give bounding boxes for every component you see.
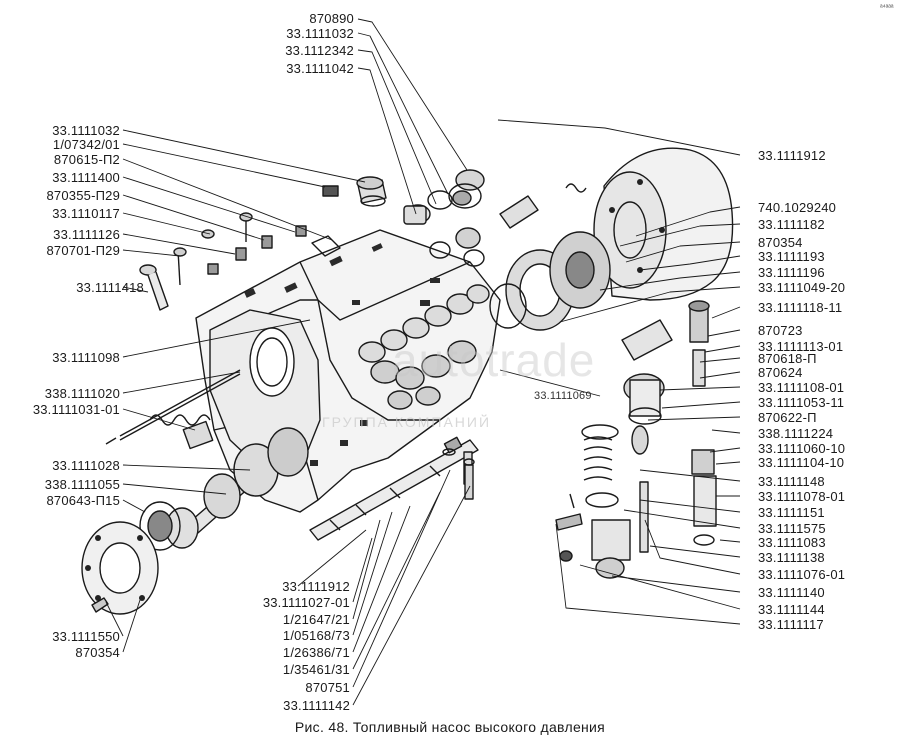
adjusting-screws — [442, 448, 475, 500]
part-label-870622-p: 870622-П — [758, 410, 817, 425]
camshaft — [139, 427, 309, 551]
part-label-870615-p2: 870615-П2 — [53, 152, 120, 167]
watermark-subtitle: ГРУППА КОМПАНИЙ — [322, 414, 492, 430]
leader-lines — [105, 18, 741, 706]
part-label-33-1111053-11: 33.1111053-11 — [758, 395, 845, 410]
part-label-33-1111148: 33.1111148 — [758, 474, 825, 489]
part-label-33-1111108-01: 33.1111108-01 — [758, 380, 845, 395]
part-label-870723: 870723 — [758, 323, 803, 338]
part-label-33-1111060-10: 33.1111060-10 — [758, 441, 846, 456]
part-label-33-1111193: 33.1111193 — [758, 249, 825, 264]
part-label-33-1111126: 33.1111126 — [53, 227, 120, 242]
part-label-33-1111027-01: 33.1111027-01 — [262, 595, 350, 610]
part-label-33-1111118-11: 33.1111118-11 — [758, 300, 843, 315]
part-label-1-35461-31: 1/35461/31 — [282, 662, 350, 677]
part-label-33-1111042: 33.1111042 — [286, 61, 354, 76]
part-label-33-1111032-left: 33.1111032 — [52, 123, 120, 138]
governor-housing — [593, 147, 734, 301]
part-label-33-1111182: 33.1111182 — [758, 217, 825, 232]
part-label-33-1110117: 33.1110117 — [52, 206, 120, 221]
left-spring — [105, 369, 241, 450]
part-label-33-1111069: 33.1111069 — [534, 390, 592, 402]
part-label-33-1111144: 33.1111144 — [758, 602, 825, 617]
part-label-33-1111098: 33.1111098 — [52, 350, 120, 365]
top-fittings — [403, 169, 485, 267]
part-label-33-1111138: 33.1111138 — [758, 550, 825, 565]
part-label-33-1112342: 33.1112342 — [285, 43, 354, 58]
part-label-33-1111196: 33.1111196 — [758, 265, 825, 280]
figure-caption: Рис. 48. Топливный насос высокого давлен… — [294, 719, 606, 735]
part-label-33-1111418: 33.1111418 — [76, 280, 144, 295]
part-label-870701-p29: 870701-П29 — [46, 243, 120, 258]
part-label-33-1111151: 33.1111151 — [758, 505, 825, 520]
corner-mark: ᵃ⁴ᵃᵃᵃ — [880, 4, 894, 11]
watermark-brand: autotrade — [392, 334, 596, 386]
part-label-870643-p15: 870643-П15 — [46, 493, 120, 508]
part-label-33-1111104-10: 33.1111104-10 — [758, 455, 845, 470]
part-label-338-1111020: 338.1111020 — [44, 386, 120, 401]
part-label-33-1111142: 33.1111142 — [283, 698, 350, 713]
part-label-1-26386-71: 1/26386/71 — [282, 645, 350, 660]
part-label-740-1029240: 740.1029240 — [758, 200, 837, 215]
part-label-870618-p: 870618-П — [758, 351, 817, 366]
part-label-33-1111400: 33.1111400 — [52, 170, 120, 185]
part-label-870355-p29: 870355-П29 — [46, 188, 120, 203]
part-label-33-1111032-top: 33.1111032 — [286, 26, 354, 41]
drive-flange — [81, 521, 159, 615]
part-label-338-1111224: 338.1111224 — [758, 426, 834, 441]
part-label-33-1111575: 33.1111575 — [758, 521, 826, 536]
plunger-assembly — [555, 300, 717, 579]
part-label-870624: 870624 — [758, 365, 803, 380]
part-label-870354-right: 870354 — [758, 235, 803, 250]
part-label-1-05168-73: 1/05168/73 — [282, 628, 350, 643]
long-bolt — [139, 264, 169, 311]
governor-weights — [489, 183, 611, 331]
housing-top-fasteners — [173, 185, 341, 286]
part-label-33-1111113-01: 33.1111113-01 — [758, 339, 844, 354]
part-label-33-1111031-01: 33.1111031-01 — [32, 402, 120, 417]
part-label-1-21647-21: 1/21647/21 — [282, 612, 350, 627]
part-label-33-1111912-bottom: 33.1111912 — [282, 579, 350, 594]
part-label-33-1111117: 33.1111117 — [758, 617, 824, 632]
part-label-870751: 870751 — [305, 680, 350, 695]
part-label-870890: 870890 — [309, 11, 354, 26]
part-label-1-07342-01: 1/07342/01 — [52, 137, 120, 152]
part-label-338-1111055: 338.1111055 — [44, 477, 120, 492]
part-label-33-1111912-right: 33.1111912 — [758, 148, 826, 163]
delivery-valve-holders — [358, 284, 490, 410]
part-label-33-1111076-01: 33.1111076-01 — [758, 567, 846, 582]
part-label-33-1111028: 33.1111028 — [52, 458, 120, 473]
part-label-33-1111049-20: 33.1111049-20 — [758, 280, 846, 295]
top-plug — [356, 176, 387, 207]
part-label-33-1111078-01: 33.1111078-01 — [758, 489, 846, 504]
part-label-870354-left: 870354 — [75, 645, 120, 660]
part-label-33-1111550: 33.1111550 — [52, 629, 120, 644]
part-label-33-1111083: 33.1111083 — [758, 535, 826, 550]
part-label-33-1111140: 33.1111140 — [758, 585, 825, 600]
